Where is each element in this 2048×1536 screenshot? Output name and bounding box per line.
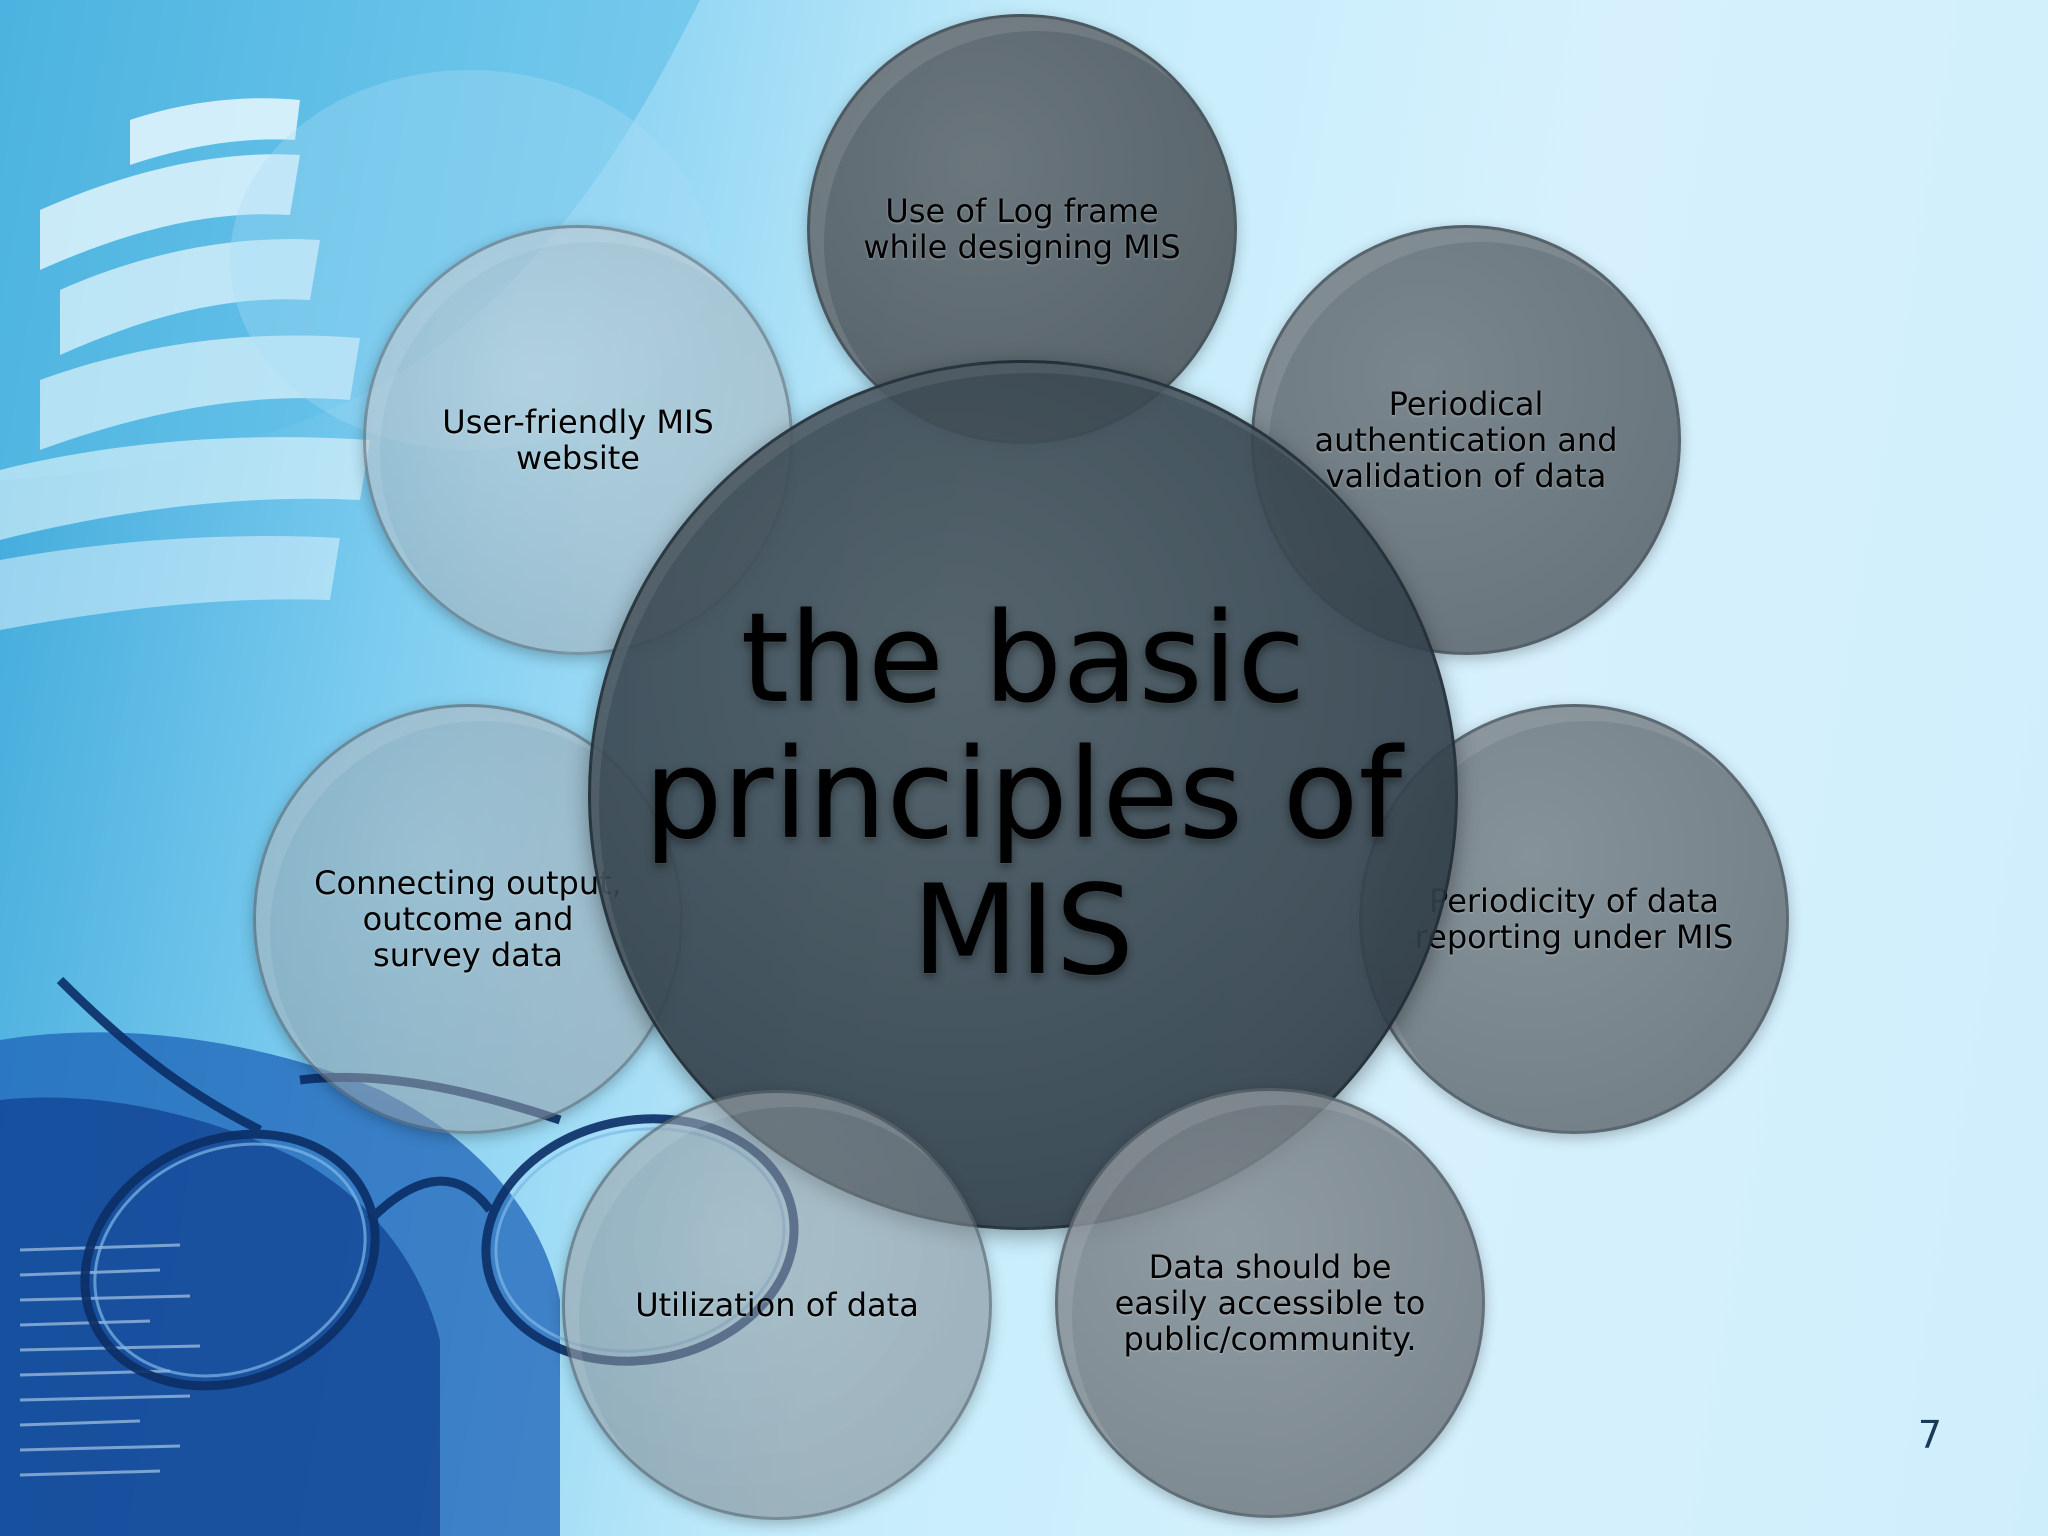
principle-label: Use of Log frame while designing MIS bbox=[863, 192, 1181, 266]
principle-label: Utilization of data bbox=[635, 1286, 919, 1324]
principle-label: Connecting output, outcome and survey da… bbox=[314, 864, 622, 974]
principle-label: Periodicity of data reporting under MIS bbox=[1414, 882, 1734, 956]
principle-label: Periodical authentication and validation… bbox=[1314, 385, 1618, 495]
principle-label: User-friendly MIS website bbox=[442, 403, 714, 477]
page-number: 7 bbox=[1917, 1413, 1943, 1457]
principle-label: Data should be easily accessible to publ… bbox=[1114, 1248, 1426, 1358]
central-circle: the basic principles of MIS bbox=[588, 360, 1458, 1230]
slide-title: the basic principles of MIS bbox=[643, 587, 1403, 1003]
principle-circle-log-frame: Use of Log frame while designing MIS bbox=[807, 14, 1237, 444]
principle-circle-accessibility: Data should be easily accessible to publ… bbox=[1055, 1088, 1485, 1518]
principle-circle-utilization: Utilization of data bbox=[562, 1090, 992, 1520]
